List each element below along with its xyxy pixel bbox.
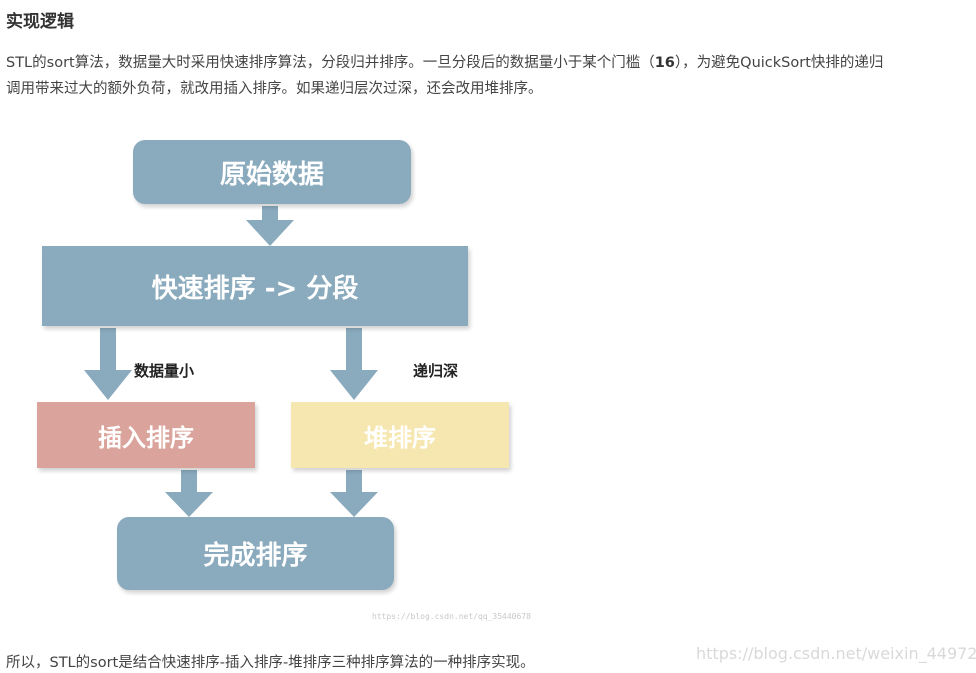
sort-complete-box: 完成排序 <box>117 517 394 590</box>
summary-paragraph: 所以，STL的sort是结合快速排序-插入排序-堆排序三种排序算法的一种排序实现… <box>6 655 535 671</box>
paragraph-line-1-start: STL的sort算法，数据量大时采用快速排序算法，分段归并排序。一旦分段后的数据… <box>6 55 655 71</box>
arrow-insertion-to-done <box>165 470 213 517</box>
section-heading: 实现逻辑 <box>6 12 74 32</box>
small-data-label: 数据量小 <box>134 362 195 380</box>
sort-flow-diagram: 原始数据 快速排序 -> 分段 数据量小 递归深 插入排序 堆排序 完成排序 h… <box>0 120 560 640</box>
paragraph-line-2: 调用带来过大的额外负荷，就改用插入排序。如果递归层次过深，还会改用堆排序。 <box>6 81 543 97</box>
arrow-quicksort-to-insertion <box>84 328 132 400</box>
flow-arrows <box>84 206 378 517</box>
paragraph-line-1: STL的sort算法，数据量大时采用快速排序算法，分段归并排序。一旦分段后的数据… <box>6 50 974 76</box>
arrow-heap-to-done <box>330 470 378 517</box>
page-watermark: https://blog.csdn.net/weixin_44972997 <box>696 644 976 663</box>
figure-watermark: https://blog.csdn.net/qq_35440678 <box>372 612 531 621</box>
threshold-number: 16 <box>654 55 675 71</box>
quicksort-partition-box: 快速排序 -> 分段 <box>42 246 468 326</box>
paragraph-line-1-end: ），为避免QuickSort快排的递归 <box>674 55 884 71</box>
intro-paragraph: STL的sort算法，数据量大时采用快速排序算法，分段归并排序。一旦分段后的数据… <box>6 50 974 102</box>
raw-data-box: 原始数据 <box>133 140 411 204</box>
heap-sort-box: 堆排序 <box>291 402 509 468</box>
deep-recursion-label: 递归深 <box>413 362 459 380</box>
insertion-sort-box: 插入排序 <box>37 402 255 468</box>
arrow-quicksort-to-heap <box>330 328 378 400</box>
arrow-raw-to-quicksort <box>246 206 294 246</box>
